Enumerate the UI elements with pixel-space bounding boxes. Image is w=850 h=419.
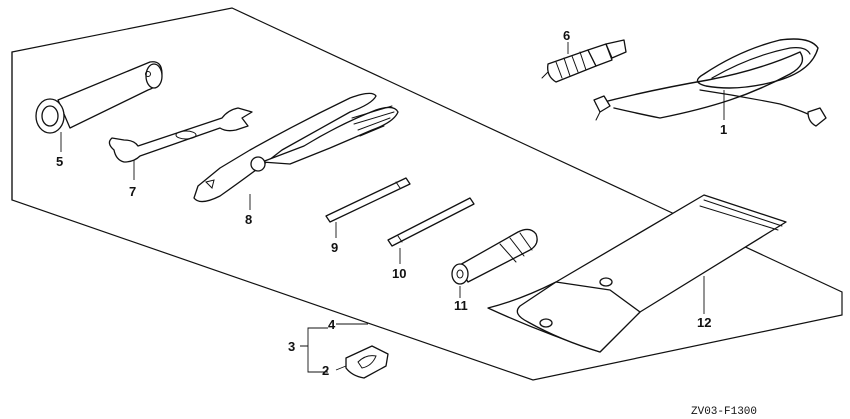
- pliers-part[interactable]: [193, 92, 399, 203]
- callout-7: 7: [129, 184, 136, 199]
- callout-2: 2: [322, 363, 329, 378]
- callout-6: 6: [563, 28, 570, 43]
- callout-9: 9: [331, 240, 338, 255]
- spark-plug-part[interactable]: [541, 39, 627, 83]
- callout-5: 5: [56, 154, 63, 169]
- drawing-code: ZV03-F1300: [691, 406, 757, 418]
- open-end-wrench-part[interactable]: [108, 107, 253, 163]
- screwdriver-shaft-part[interactable]: [325, 177, 411, 223]
- callout-11: 11: [454, 298, 468, 313]
- plug-wrench-part[interactable]: [35, 61, 163, 134]
- callout-1: 1: [720, 122, 727, 137]
- bracket-3-4: [300, 327, 328, 373]
- tool-kit-outline: [11, 7, 843, 381]
- tool-bag-part[interactable]: [487, 194, 787, 353]
- lock-clip-part[interactable]: [345, 345, 389, 379]
- screwdriver-shaft-part-2[interactable]: [387, 197, 475, 247]
- callout-12: 12: [697, 315, 711, 330]
- screwdriver-grip-part[interactable]: [451, 228, 538, 285]
- callout-10: 10: [392, 266, 406, 281]
- callout-8: 8: [245, 212, 252, 227]
- callout-4: 4: [328, 317, 336, 332]
- leader-2: [335, 365, 347, 371]
- stop-lanyard-part[interactable]: [593, 38, 827, 127]
- callout-3: 3: [288, 339, 295, 354]
